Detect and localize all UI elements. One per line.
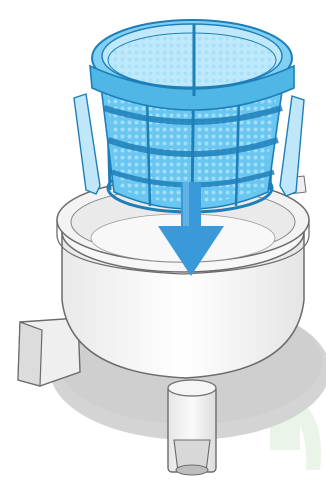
strainer-basket-icon — [89, 19, 295, 215]
juice-spout-icon — [167, 379, 217, 476]
down-arrow-icon — [158, 182, 224, 276]
